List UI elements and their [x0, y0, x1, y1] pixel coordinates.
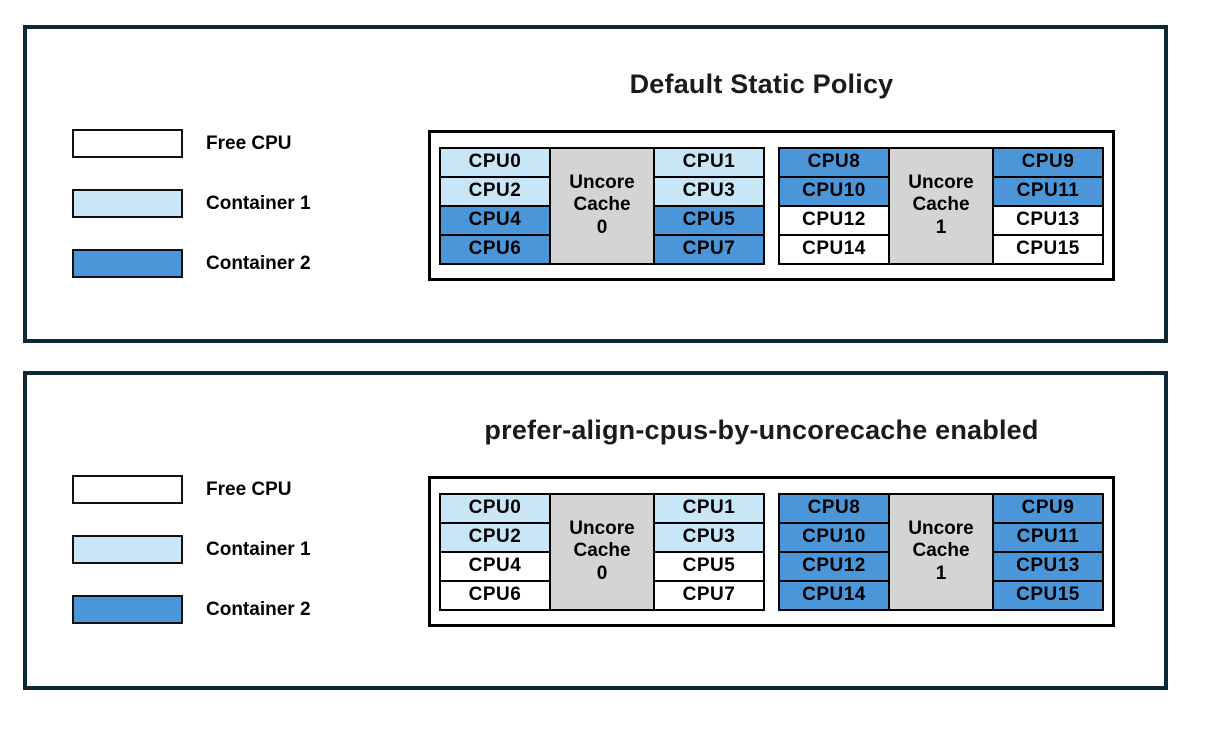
cpu-cell: CPU7: [653, 579, 765, 611]
legend-swatch-free-cpu: [72, 129, 183, 158]
cpu-cell: CPU13: [992, 204, 1104, 236]
legend-item-container-1: Container 1: [72, 189, 311, 218]
legend-swatch-container-2: [72, 249, 183, 278]
uncore-cache-box-0: Uncore Cache 0: [549, 492, 655, 611]
uncore-line: Uncore: [569, 517, 635, 539]
cpu-column-left: CPU8 CPU10 CPU12 CPU14: [778, 146, 890, 265]
legend-label: Container 2: [206, 252, 311, 274]
legend-item-container-1: Container 1: [72, 535, 311, 564]
cpu-column-right: CPU9 CPU11 CPU13 CPU15: [992, 492, 1104, 611]
uncore-cache-group-1: CPU8 CPU10 CPU12 CPU14 Uncore Cache 1 CP…: [778, 146, 1104, 265]
legend-swatch-container-1: [72, 535, 183, 564]
cpu-cell: CPU4: [439, 550, 551, 582]
uncore-cache-box-0: Uncore Cache 0: [549, 146, 655, 265]
uncore-line: Cache: [912, 194, 970, 216]
uncore-line: Cache: [912, 540, 970, 562]
cpu-cell: CPU6: [439, 233, 551, 265]
cpu-column-right: CPU1 CPU3 CPU5 CPU7: [653, 146, 765, 265]
cpu-cell: CPU12: [778, 204, 890, 236]
cpu-column-left: CPU8 CPU10 CPU12 CPU14: [778, 492, 890, 611]
cpu-cell: CPU1: [653, 492, 765, 524]
legend-label: Container 1: [206, 538, 311, 560]
cpu-cell: CPU14: [778, 579, 890, 611]
panel-title: prefer-align-cpus-by-uncorecache enabled: [484, 415, 1039, 445]
panel-title: Default Static Policy: [629, 69, 894, 99]
cpu-cell: CPU4: [439, 204, 551, 236]
cpu-cell: CPU15: [992, 233, 1104, 265]
cpu-cell: CPU0: [439, 492, 551, 524]
panel-prefer-align-uncorecache: prefer-align-cpus-by-uncorecache enabled…: [23, 371, 1168, 690]
cpu-cell: CPU6: [439, 579, 551, 611]
cpu-cell: CPU10: [778, 175, 890, 207]
cpu-column-left: CPU0 CPU2 CPU4 CPU6: [439, 492, 551, 611]
cpu-cell: CPU9: [992, 146, 1104, 178]
cpu-cell: CPU8: [778, 146, 890, 178]
cpu-cell: CPU3: [653, 521, 765, 553]
cpu-topology-diagram: CPU0 CPU2 CPU4 CPU6 Uncore Cache 0 CPU1 …: [428, 476, 1115, 627]
cpu-column-left: CPU0 CPU2 CPU4 CPU6: [439, 146, 551, 265]
uncore-cache-group-0: CPU0 CPU2 CPU4 CPU6 Uncore Cache 0 CPU1 …: [439, 492, 765, 611]
legend-item-container-2: Container 2: [72, 595, 311, 624]
cpu-cell: CPU8: [778, 492, 890, 524]
legend-label: Free CPU: [206, 132, 292, 154]
legend-label: Container 2: [206, 598, 311, 620]
legend-item-container-2: Container 2: [72, 249, 311, 278]
uncore-line: Cache: [573, 194, 631, 216]
uncore-line: 1: [935, 562, 947, 584]
cpu-cell: CPU0: [439, 146, 551, 178]
legend-swatch-container-1: [72, 189, 183, 218]
uncore-line: 0: [596, 562, 608, 584]
uncore-line: Cache: [573, 540, 631, 562]
cpu-cell: CPU7: [653, 233, 765, 265]
cpu-cell: CPU2: [439, 521, 551, 553]
uncore-cache-group-1: CPU8 CPU10 CPU12 CPU14 Uncore Cache 1 CP…: [778, 492, 1104, 611]
legend-item-free-cpu: Free CPU: [72, 129, 311, 158]
legend-swatch-free-cpu: [72, 475, 183, 504]
legend: Free CPU Container 1 Container 2: [72, 129, 311, 278]
legend: Free CPU Container 1 Container 2: [72, 475, 311, 624]
cpu-cell: CPU2: [439, 175, 551, 207]
uncore-line: Uncore: [569, 171, 635, 193]
cpu-column-right: CPU1 CPU3 CPU5 CPU7: [653, 492, 765, 611]
cpu-cell: CPU11: [992, 521, 1104, 553]
cpu-cell: CPU1: [653, 146, 765, 178]
legend-item-free-cpu: Free CPU: [72, 475, 311, 504]
cpu-cell: CPU14: [778, 233, 890, 265]
cpu-cell: CPU15: [992, 579, 1104, 611]
cpu-cell: CPU5: [653, 550, 765, 582]
legend-label: Container 1: [206, 192, 311, 214]
cpu-cell: CPU12: [778, 550, 890, 582]
uncore-line: Uncore: [908, 171, 974, 193]
cpu-cell: CPU3: [653, 175, 765, 207]
cpu-cell: CPU9: [992, 492, 1104, 524]
uncore-cache-box-1: Uncore Cache 1: [888, 146, 994, 265]
cpu-column-right: CPU9 CPU11 CPU13 CPU15: [992, 146, 1104, 265]
uncore-line: Uncore: [908, 517, 974, 539]
uncore-cache-box-1: Uncore Cache 1: [888, 492, 994, 611]
cpu-cell: CPU5: [653, 204, 765, 236]
panel-default-static-policy: Default Static Policy Free CPU Container…: [23, 25, 1168, 343]
cpu-cell: CPU11: [992, 175, 1104, 207]
legend-label: Free CPU: [206, 478, 292, 500]
legend-swatch-container-2: [72, 595, 183, 624]
uncore-line: 0: [596, 216, 608, 238]
uncore-cache-group-0: CPU0 CPU2 CPU4 CPU6 Uncore Cache 0 CPU1 …: [439, 146, 765, 265]
cpu-cell: CPU13: [992, 550, 1104, 582]
cpu-cell: CPU10: [778, 521, 890, 553]
cpu-topology-diagram: CPU0 CPU2 CPU4 CPU6 Uncore Cache 0 CPU1 …: [428, 130, 1115, 281]
uncore-line: 1: [935, 216, 947, 238]
